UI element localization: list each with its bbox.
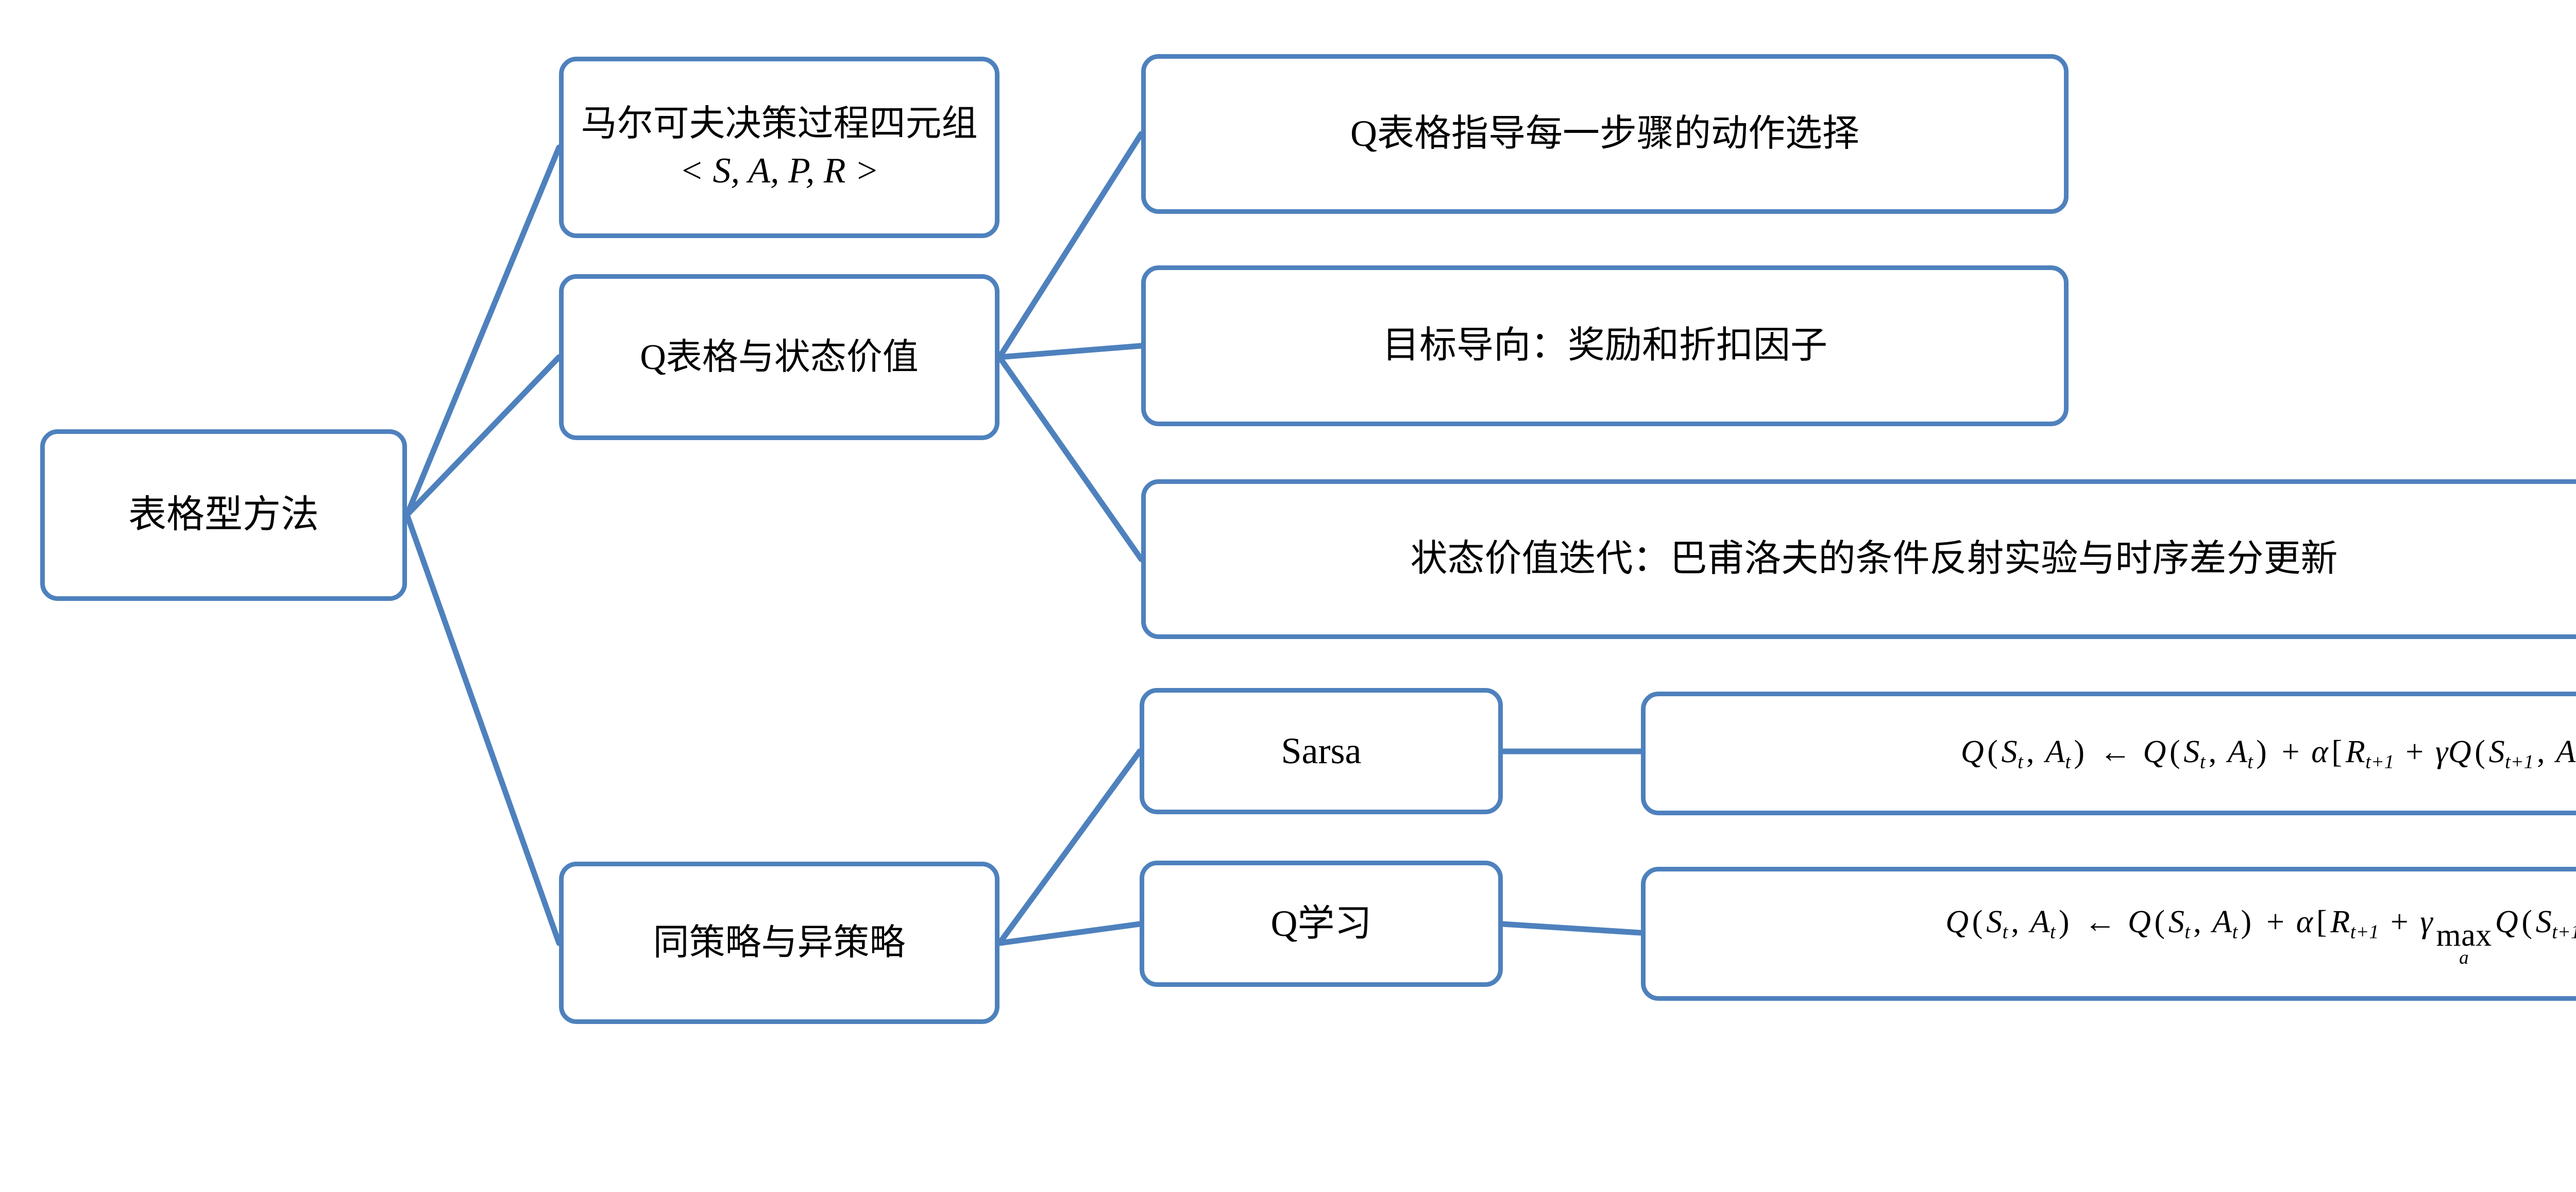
edge-qlearn-to-equation [1500, 921, 1644, 936]
node-goal-label: 目标导向：奖励和折扣因子 [1382, 325, 1827, 366]
node-qtable-label: Q表格与状态价值 [640, 337, 919, 377]
node-q-table-and-state-value[interactable]: Q表格与状态价值 [559, 274, 999, 440]
edge-policy-to-qlearn [996, 921, 1143, 946]
node-on-policy-off-policy[interactable]: 同策略与异策略 [559, 862, 999, 1024]
node-valiter-label: 状态价值迭代：巴甫洛夫的条件反射实验与时序差分更新 [1410, 538, 2338, 580]
node-sarsa[interactable]: Sarsa [1140, 688, 1503, 814]
node-q-table-guides-action-selection[interactable]: Q表格指导每一步骤的动作选择 [1141, 54, 2069, 214]
node-state-value-iteration[interactable]: 状态价值迭代：巴甫洛夫的条件反射实验与时序差分更新 [1141, 479, 2576, 639]
node-goal-oriented-reward-discount[interactable]: 目标导向：奖励和折扣因子 [1141, 265, 2069, 426]
edge-root-to-mdp [404, 144, 562, 518]
node-mdp-tuple-text: < S, A, P, R > [679, 151, 879, 191]
node-sarsa-label: Sarsa [1281, 730, 1362, 771]
node-qstep-label: Q表格指导每一步骤的动作选择 [1350, 113, 1859, 155]
node-mdp-label: 马尔可夫决策过程四元组 < S, A, P, R > [577, 100, 981, 194]
node-qlearning-label: Q学习 [1270, 902, 1372, 944]
edge-qtable-to-valiter [996, 354, 1144, 562]
edge-qtable-to-qstep [996, 131, 1144, 360]
edge-policy-to-sarsa [996, 748, 1143, 946]
node-sarsa-equation[interactable]: Q(St, At) ← Q(St, At) + α[Rt+1 + γQ(St+1… [1641, 692, 2576, 815]
node-mdp-tuple[interactable]: 马尔可夫决策过程四元组 < S, A, P, R > [559, 57, 999, 238]
node-mdp-line2-prefix: 元组 [905, 104, 978, 144]
node-q-learning[interactable]: Q学习 [1140, 861, 1503, 987]
edge-root-to-qtable [404, 354, 562, 518]
node-root-label: 表格型方法 [128, 494, 319, 536]
node-policy-label: 同策略与异策略 [653, 923, 906, 963]
node-mdp-line1: 马尔可夫决策过程四 [581, 104, 906, 144]
edge-qtable-to-goal [996, 343, 1144, 360]
sarsa-equation-expression: Q(St, At) ← Q(St, At) + α[Rt+1 + γQ(St+1… [1960, 734, 2576, 773]
node-root-tabular-methods[interactable]: 表格型方法 [40, 429, 407, 601]
edge-root-to-policy [404, 512, 562, 946]
